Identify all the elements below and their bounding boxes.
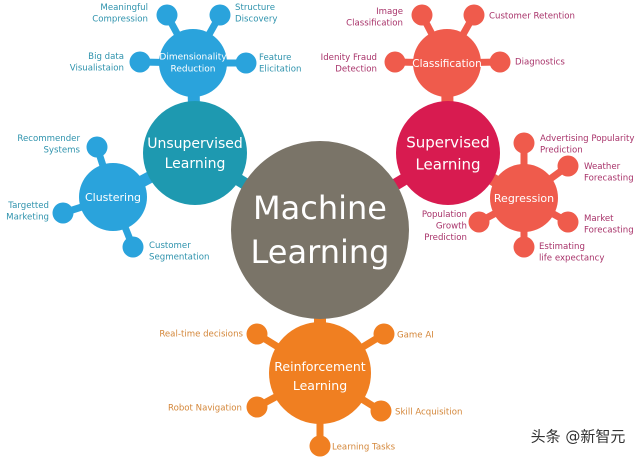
leaf-node [513, 236, 535, 258]
nodes [52, 4, 579, 457]
leaf-label: Robot Navigation [168, 404, 242, 414]
leaf-label: Game AI [397, 331, 434, 341]
leaf-node [468, 211, 490, 233]
leaf-node [246, 396, 268, 418]
leaf-node [129, 51, 151, 73]
leaf-label: Learning Tasks [332, 443, 396, 453]
leaf-node [557, 211, 579, 233]
leaf-node [309, 435, 331, 457]
leaf-node [384, 51, 406, 73]
leaf-node [373, 323, 395, 345]
leaf-node [370, 400, 392, 422]
regression-label: Regression [494, 192, 554, 205]
leaf-label: Customer Retention [489, 12, 575, 22]
clustering-node [79, 163, 147, 231]
leaf-label: Skill Acquisition [395, 408, 462, 418]
leaf-node [235, 52, 257, 74]
reinforcement-learning-node [269, 322, 371, 424]
leaf-label: Diagnostics [515, 58, 565, 68]
leaf-node [246, 323, 268, 345]
clustering-label: Clustering [85, 191, 141, 204]
leaf-node [463, 4, 485, 26]
watermark: 头条 @新智元 [531, 428, 626, 446]
classification-node [413, 29, 481, 97]
regression-node [490, 164, 558, 232]
leaf-node [513, 132, 535, 154]
leaf-node [557, 155, 579, 177]
leaf-node [122, 236, 144, 258]
leaf-node [156, 4, 178, 26]
classification-label: Classification [412, 58, 481, 70]
leaf-node [209, 4, 231, 26]
leaf-node [86, 136, 108, 158]
supervised-learning-node [396, 101, 500, 205]
leaf-node [411, 4, 433, 26]
leaf-label: Real-time decisions [159, 330, 243, 340]
machine-learning-node [231, 141, 409, 319]
dimensionality-reduction-node [159, 29, 227, 97]
leaf-node [52, 202, 74, 224]
leaf-node [489, 51, 511, 73]
unsupervised-learning-node [143, 101, 247, 205]
